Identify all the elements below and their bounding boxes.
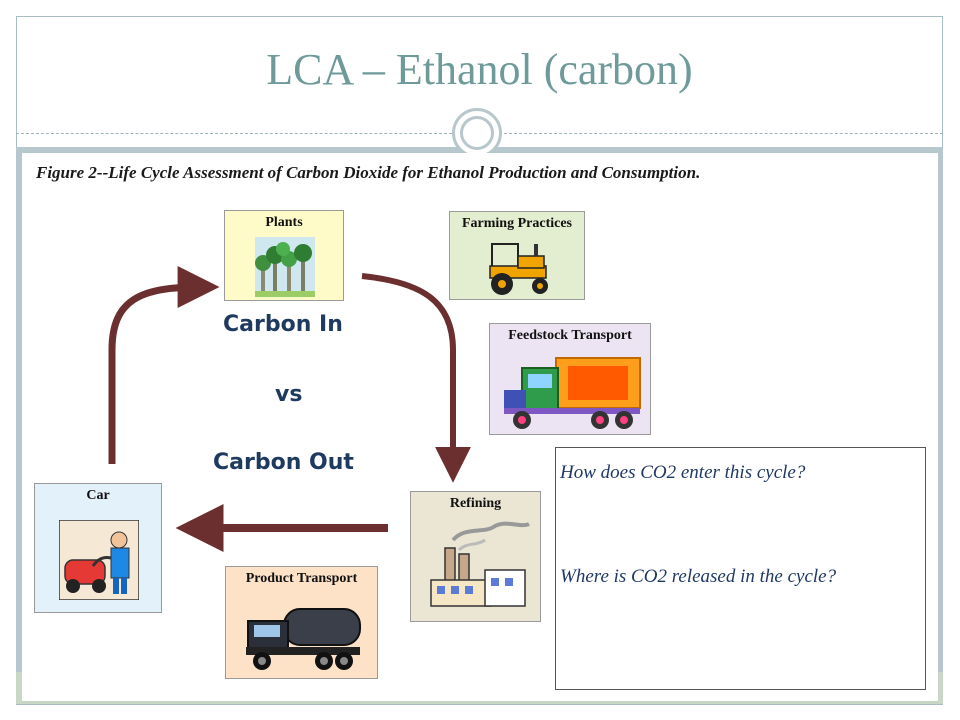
- node-feedstock-transport: Feedstock Transport: [489, 323, 651, 435]
- node-plants: Plants: [224, 210, 344, 301]
- node-feedstock-label: Feedstock Transport: [508, 328, 632, 343]
- question-2: Where is CO2 released in the cycle?: [560, 566, 837, 587]
- carbon-out-label: Carbon Out: [213, 450, 354, 475]
- question-1: How does CO2 enter this cycle?: [560, 462, 806, 483]
- title-divider-right: [504, 133, 943, 134]
- slide-title: LCA – Ethanol (carbon): [266, 45, 693, 94]
- node-refining-label: Refining: [449, 496, 502, 511]
- node-product-transport: Product Transport: [225, 566, 378, 679]
- figure-caption: Figure 2--Life Cycle Assessment of Carbo…: [36, 163, 701, 182]
- arrow-plants-to-refining: [361, 273, 471, 483]
- title-divider-left: [16, 133, 452, 134]
- node-car: Car: [34, 483, 162, 613]
- node-car-label: Car: [86, 488, 110, 503]
- node-farming-label: Farming Practices: [461, 216, 572, 231]
- node-farming-practices: Farming Practices: [449, 211, 585, 300]
- node-refining: Refining: [410, 491, 541, 622]
- trees-icon: [255, 237, 315, 297]
- question-box: How does CO2 enter this cycle? Where is …: [555, 447, 926, 690]
- node-plants-label: Plants: [265, 215, 303, 230]
- vs-label: vs: [275, 382, 303, 407]
- arrow-car-to-plants: [108, 266, 220, 464]
- tanker-truck-icon: [246, 608, 361, 670]
- factory-icon: [430, 521, 530, 607]
- node-product-label: Product Transport: [245, 571, 358, 586]
- truck-icon: [504, 357, 641, 429]
- tractor-icon: [489, 243, 548, 295]
- carbon-in-label: Carbon In: [223, 312, 343, 337]
- fueling-car-icon: [59, 520, 139, 600]
